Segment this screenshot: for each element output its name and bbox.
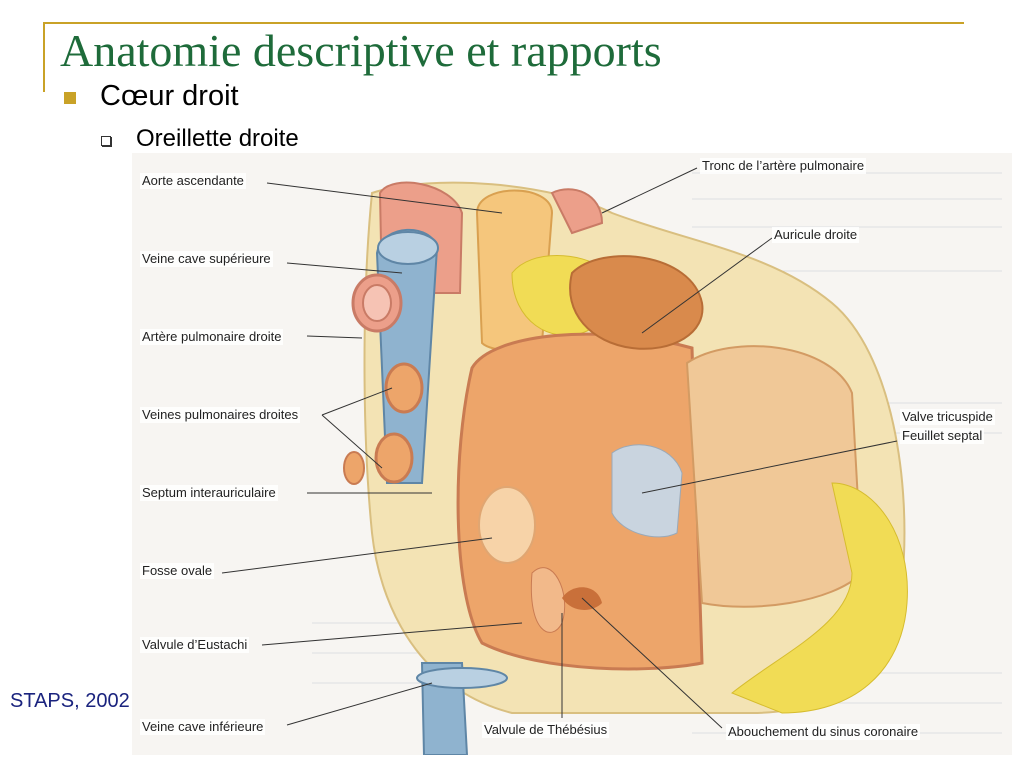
- title-frame-left: [43, 22, 45, 92]
- label-auricule-droite: Auricule droite: [772, 227, 860, 243]
- pulmonary-vein-upper: [384, 362, 424, 414]
- label-veine-cave-inferieure: Veine cave inférieure: [140, 719, 266, 735]
- footer-source: STAPS, 2002: [10, 690, 130, 712]
- bullet-level1-text: Cœur droit: [100, 80, 239, 112]
- label-valvule-eustachi: Valvule d’Eustachi: [140, 637, 250, 653]
- label-abouchement-sinus-coronaire: Abouchement du sinus coronaire: [726, 724, 921, 740]
- hollow-square-bullet-icon: [101, 136, 111, 146]
- label-valvule-thebesius: Valvule de Thébésius: [482, 722, 610, 738]
- slide-title: Anatomie descriptive et rapports: [60, 25, 662, 76]
- heart-anatomy-figure: Aorte ascendante Veine cave supérieure A…: [132, 153, 1012, 755]
- tricuspid-valve: [685, 345, 864, 608]
- svc-opening: [377, 231, 439, 265]
- fossa-ovalis: [478, 486, 536, 564]
- label-artere-pulmonaire-droite: Artère pulmonaire droite: [140, 329, 284, 345]
- septal-leaflet-area: [611, 444, 683, 538]
- pulmonary-trunk-top: [550, 188, 604, 235]
- label-aorte-ascendante: Aorte ascendante: [140, 173, 246, 189]
- ivc-opening: [416, 667, 508, 689]
- label-veines-pulmonaires-droites: Veines pulmonaires droites: [140, 407, 301, 423]
- label-septum-interauriculaire: Septum interauriculaire: [140, 485, 278, 501]
- pulmonary-vein-lower: [374, 432, 414, 484]
- heart-illustration: [221, 167, 1002, 755]
- epicardial-fat-bottom: [731, 482, 908, 714]
- title-frame-top: [43, 22, 964, 24]
- right-atrium-chamber: [456, 332, 704, 671]
- right-auricle: [569, 255, 704, 350]
- bullet-level2-text: Oreillette droite: [136, 125, 299, 152]
- square-bullet-icon: [64, 92, 76, 104]
- label-fosse-ovale: Fosse ovale: [140, 563, 215, 579]
- leader-lines: [221, 167, 898, 729]
- label-valve-tricuspide: Valve tricuspide: [900, 409, 995, 425]
- label-feuillet-septal: Feuillet septal: [900, 428, 985, 444]
- label-tronc-artere-pulmonaire: Tronc de l’artère pulmonaire: [700, 158, 867, 174]
- label-veine-cave-superieure: Veine cave supérieure: [140, 251, 273, 267]
